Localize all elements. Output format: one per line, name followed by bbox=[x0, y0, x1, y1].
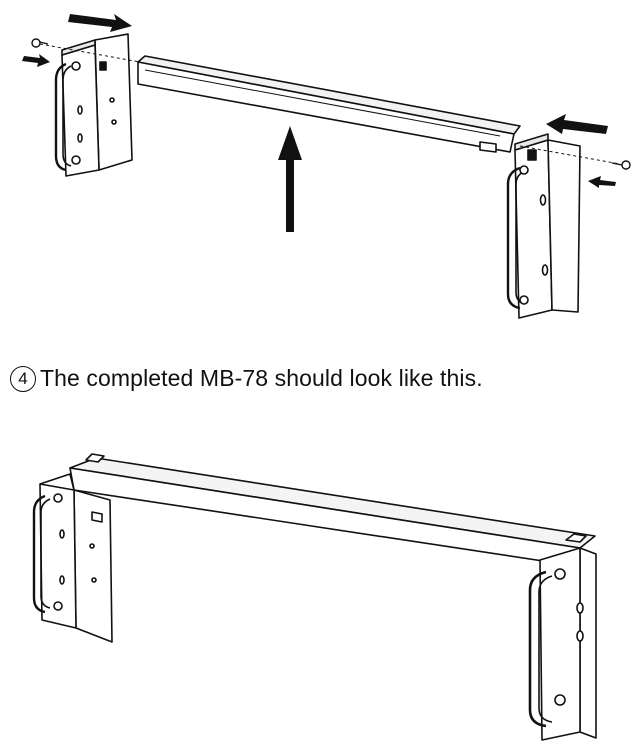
step-text: The completed MB-78 should look like thi… bbox=[40, 365, 483, 391]
arrow-icon bbox=[588, 176, 616, 188]
arrow-icon bbox=[22, 54, 50, 67]
left-bracket bbox=[54, 33, 133, 177]
left-bracket bbox=[32, 473, 113, 643]
completed-bracket-diagram bbox=[32, 453, 597, 741]
right-bracket bbox=[506, 133, 581, 319]
right-bracket bbox=[528, 547, 597, 741]
screw-icon bbox=[611, 160, 631, 170]
exploded-assembly-diagram bbox=[22, 14, 631, 319]
step-number-badge: 4 bbox=[10, 365, 36, 392]
screw-icon bbox=[31, 38, 49, 48]
arrow-icon bbox=[278, 126, 302, 232]
crossbar bbox=[69, 453, 596, 567]
step-caption: 4 The completed MB-78 should look like t… bbox=[10, 365, 483, 392]
arrow-icon bbox=[68, 14, 132, 32]
crossbar bbox=[137, 55, 521, 153]
arrow-icon bbox=[546, 114, 608, 134]
